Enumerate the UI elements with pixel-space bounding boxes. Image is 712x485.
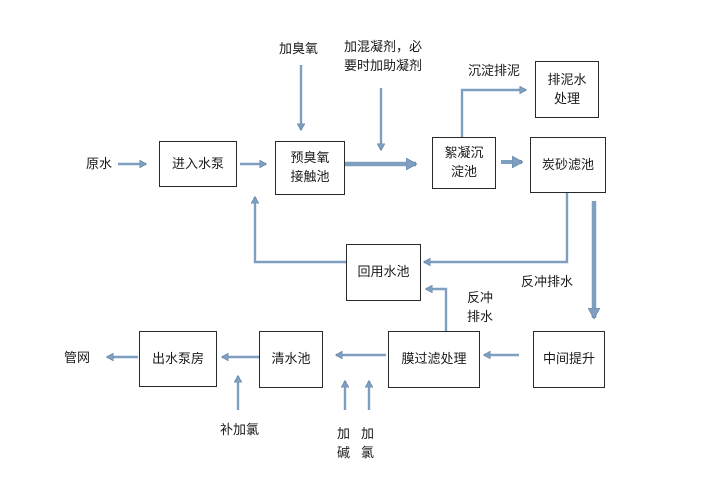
label-add-ozone: 加臭氧 [279, 42, 319, 57]
box-membrane-filtration: 膜过滤处理 [388, 331, 480, 388]
box-carbon-sand-filter: 炭砂滤池 [530, 137, 606, 193]
box-sludge-treatment: 排泥水 处理 [535, 61, 599, 118]
box-outlet-pump-house: 出水泵房 [139, 331, 217, 387]
box-intermediate-lift: 中间提升 [533, 331, 605, 388]
label-sedimentation-sludge: 沉淀排泥 [468, 64, 521, 79]
box-flocculation-sedimentation: 絮凝沉 淀池 [432, 137, 496, 189]
arrow-membrane-backwash [426, 289, 448, 331]
box-inlet-pump: 进入水泵 [159, 141, 237, 187]
label-membrane-backwash: 反冲 排水 [467, 291, 494, 325]
label-backwash-drain: 反冲排水 [521, 275, 574, 290]
arrow-reuse-to-pump [255, 197, 346, 264]
label-add-alkali: 加 碱 [337, 427, 351, 461]
box-clear-water-tank: 清水池 [259, 331, 323, 388]
box-preozone-contact-tank: 预臭氧 接触池 [275, 141, 345, 195]
label-raw-water: 原水 [86, 157, 113, 172]
arrow-sludge-discharge [460, 90, 526, 137]
arrow-backwash-to-reuse [424, 193, 569, 262]
label-pipe-network: 管网 [64, 351, 91, 366]
box-reuse-tank: 回用水池 [346, 244, 421, 301]
label-add-coagulant: 加混凝剂，必 要时加助凝剂 [344, 40, 423, 74]
label-add-chlorine-2: 加 氯 [361, 427, 375, 461]
label-add-chlorine: 补加氯 [220, 423, 260, 438]
